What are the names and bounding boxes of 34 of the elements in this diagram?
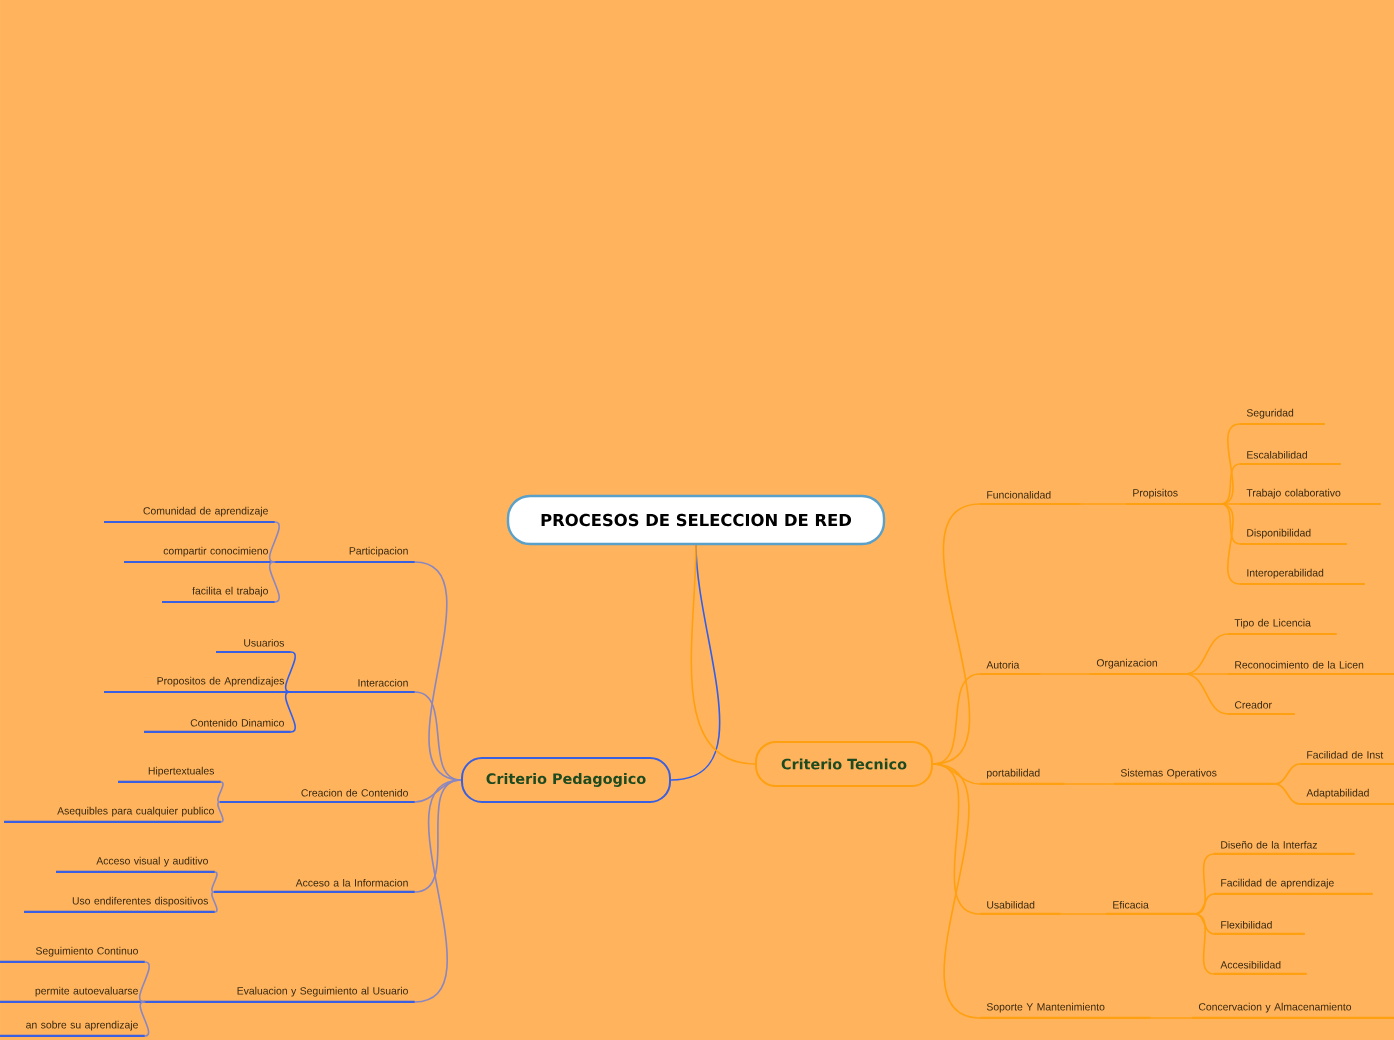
connector [1184, 633, 1229, 675]
connector [138, 961, 150, 1003]
connector [1220, 503, 1241, 505]
connector [217, 781, 224, 803]
connector [1184, 673, 1229, 675]
connector [1194, 893, 1215, 915]
connector [1194, 913, 1215, 975]
connector [284, 651, 296, 693]
connector [1220, 503, 1241, 585]
connector [1064, 783, 1115, 785]
connector [1274, 763, 1301, 785]
connector [690, 544, 756, 765]
connector [1220, 503, 1241, 545]
connector [1220, 463, 1241, 505]
connector [1194, 913, 1215, 935]
connector [1080, 503, 1127, 505]
connector [932, 673, 981, 765]
connector [932, 763, 981, 1019]
connector [1150, 1017, 1193, 1019]
connector [1040, 673, 1091, 675]
connector [139, 1001, 150, 1037]
connector [1184, 673, 1229, 715]
connector [414, 691, 462, 781]
connector [1060, 913, 1107, 915]
connector [217, 801, 224, 823]
connector [414, 779, 462, 1003]
connector [1274, 783, 1301, 805]
connector [1194, 853, 1215, 915]
connector [268, 521, 280, 563]
title-box: PROCESOS DE SELECCION DE RED [506, 494, 886, 546]
connector [284, 691, 296, 733]
connector [211, 891, 218, 913]
connector [211, 871, 218, 893]
connector [268, 561, 280, 603]
